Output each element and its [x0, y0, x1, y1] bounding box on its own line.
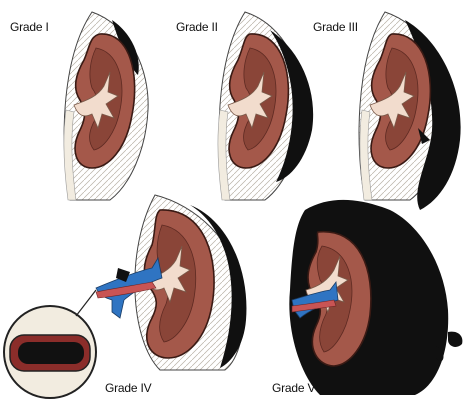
kidney-grade-2 [218, 12, 313, 200]
label-grade-1: Grade I [10, 20, 49, 34]
label-grade-3: Grade III [313, 20, 358, 34]
kidney-grade-1 [64, 12, 148, 200]
kidney-grade-5 [289, 200, 462, 395]
label-grade-2: Grade II [176, 20, 218, 34]
kidney-grade-3 [359, 12, 461, 210]
label-grade-4: Grade IV [105, 381, 151, 395]
label-grade-5: Grade V [272, 381, 315, 395]
kidney-grade-4 [4, 195, 246, 398]
inset-pointer-line [76, 290, 96, 316]
